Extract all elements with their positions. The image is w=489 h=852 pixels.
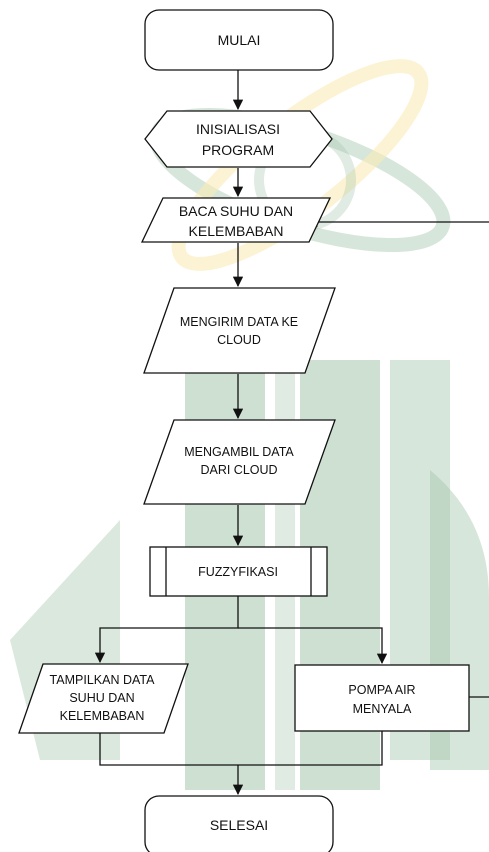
node-send-label-1: MENGIRIM DATA KE [180,315,298,329]
node-init-label-1: INISIALISASI [196,121,280,137]
node-fuzzy-label: FUZZYFIKASI [198,565,278,579]
node-fetch-label-1: MENGAMBIL DATA [184,445,294,459]
node-pump: POMPA AIR MENYALA [295,665,469,731]
node-fuzzy: FUZZYFIKASI [150,547,327,596]
node-display-label-3: KELEMBABAN [60,709,145,723]
node-display-label-2: SUHU DAN [69,691,134,705]
node-read-label-1: BACA SUHU DAN [179,203,293,219]
node-init-label-2: PROGRAM [202,142,274,158]
node-pump-label-1: POMPA AIR [348,683,415,697]
node-read: BACA SUHU DAN KELEMBABAN [142,198,330,242]
node-start-label: MULAI [218,32,261,48]
node-end: SELESAI [145,796,333,852]
node-display-label-1: TAMPILKAN DATA [50,673,156,687]
node-read-label-2: KELEMBABAN [189,223,284,239]
node-display: TAMPILKAN DATA SUHU DAN KELEMBABAN [19,664,188,733]
node-send-label-2: CLOUD [217,333,261,347]
node-fetch-label-2: DARI CLOUD [200,463,277,477]
node-end-label: SELESAI [210,817,268,833]
node-fetch: MENGAMBIL DATA DARI CLOUD [144,420,335,504]
node-send: MENGIRIM DATA KE CLOUD [144,288,335,373]
node-pump-label-2: MENYALA [353,702,412,716]
node-init: INISIALISASI PROGRAM [145,111,332,167]
node-start: MULAI [145,10,333,70]
